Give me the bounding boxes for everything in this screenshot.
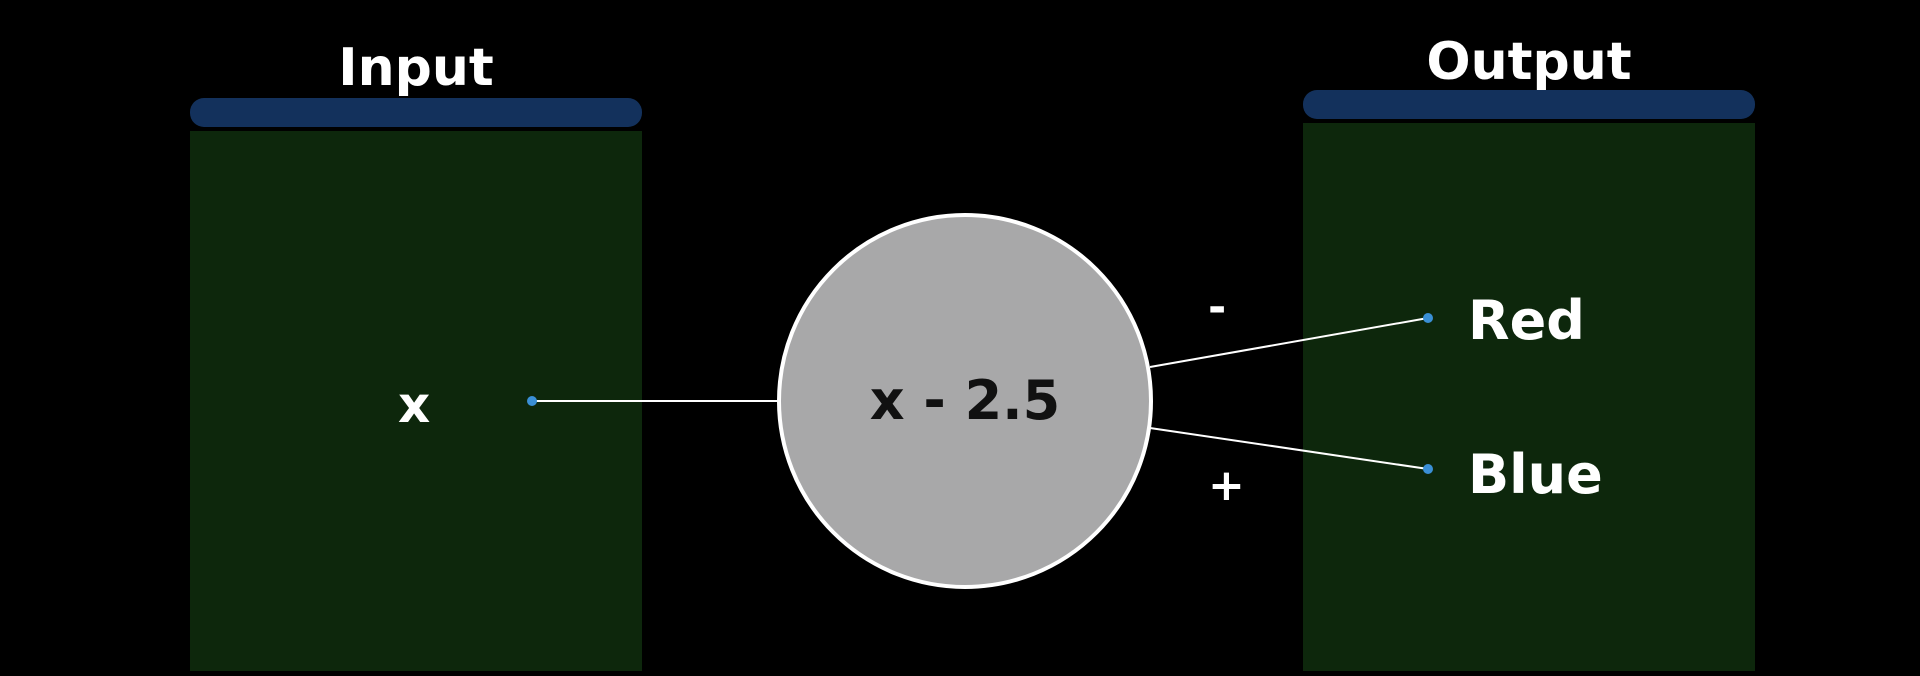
- port-red[interactable]: [1423, 313, 1433, 323]
- output-panel-header-bar: [1303, 90, 1755, 119]
- input-panel-title: Input: [338, 38, 494, 98]
- wire-neuron-to-blue: [1149, 427, 1429, 470]
- output-node-red-label: Red: [1468, 289, 1585, 352]
- output-panel-body: [1303, 123, 1755, 671]
- port-blue[interactable]: [1423, 464, 1433, 474]
- neuron-circle: [777, 213, 1153, 589]
- port-x[interactable]: [527, 396, 537, 406]
- input-panel-header-bar: [190, 98, 642, 127]
- input-node-x-label: x: [398, 376, 431, 434]
- weight-sign-red: -: [1208, 282, 1227, 333]
- neuron-expression: x - 2.5: [869, 369, 1061, 432]
- wire-neuron-to-red: [1149, 317, 1429, 368]
- weight-sign-blue: +: [1208, 460, 1245, 511]
- output-node-blue-label: Blue: [1468, 443, 1603, 506]
- output-panel-title: Output: [1426, 32, 1632, 92]
